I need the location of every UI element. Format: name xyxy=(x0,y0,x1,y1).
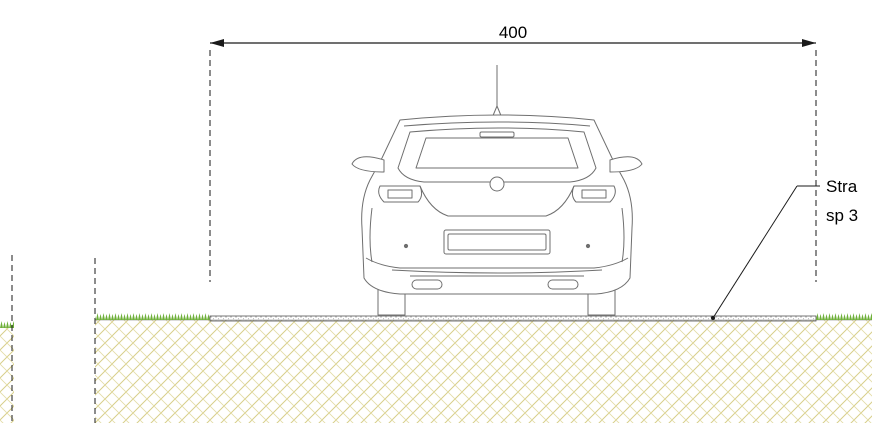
exhaust-right xyxy=(547,279,579,290)
callout-anchor-dot xyxy=(711,316,715,320)
grass-strip-far-left xyxy=(0,320,14,328)
callout-label-line2: sp 3 xyxy=(826,206,858,225)
dimension-arrow-left xyxy=(210,39,224,47)
tail-light-left xyxy=(378,185,423,203)
callout-label-line1: Stra xyxy=(826,177,858,196)
license-plate xyxy=(443,229,551,255)
grass-strip-right xyxy=(816,312,872,320)
tail-light-right xyxy=(571,185,616,203)
badge xyxy=(489,176,505,192)
callout-leader xyxy=(712,185,820,319)
pavement-layer xyxy=(209,315,817,322)
dimension-label: 400 xyxy=(499,23,527,42)
mirror-left xyxy=(351,156,385,173)
soil-body xyxy=(0,319,872,423)
grass-strip-left xyxy=(95,312,210,320)
dimension-line xyxy=(210,39,816,47)
mirror-right xyxy=(609,156,643,173)
car-rear-view xyxy=(351,65,643,316)
brake-light xyxy=(479,131,515,138)
extension-lines xyxy=(11,50,817,423)
rear-bumper xyxy=(365,257,629,269)
dimension-arrow-right xyxy=(802,39,816,47)
exhaust-left xyxy=(411,279,443,290)
